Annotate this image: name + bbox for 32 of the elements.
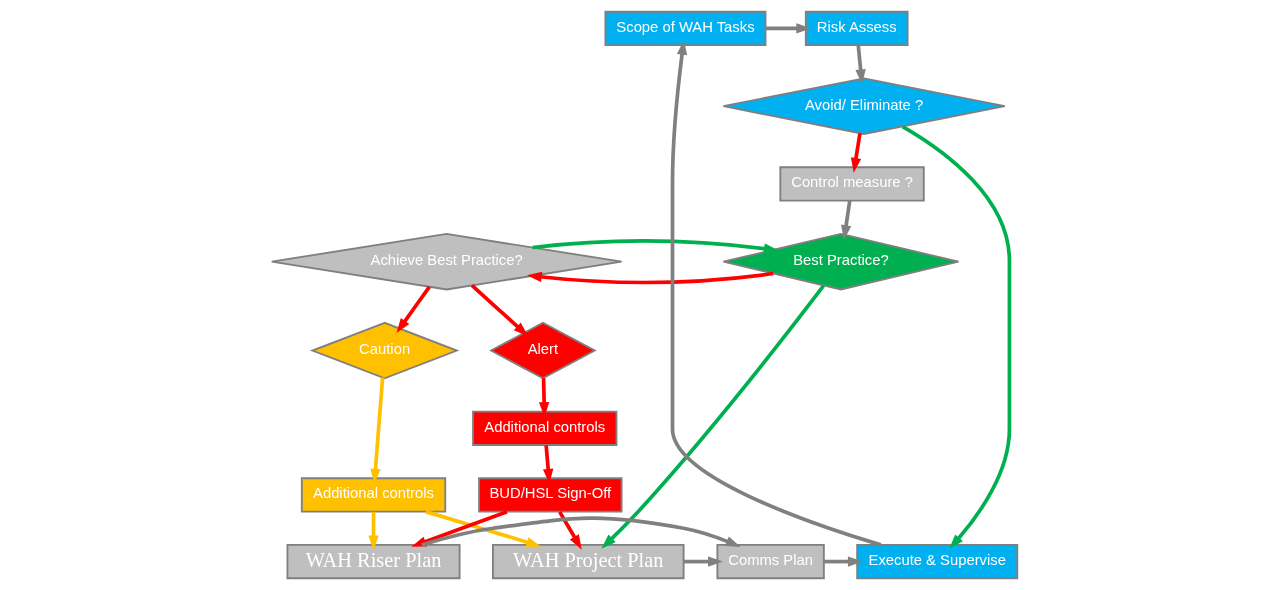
node-diamond: Best Practice? [722,232,959,291]
arrow [600,284,825,549]
arrow [526,271,773,285]
node-diamond: Achieve Best Practice? [270,232,622,291]
node-box: Additional controls [300,477,446,513]
node-box: WAH Riser Plan [286,544,461,580]
arrow [850,132,862,173]
arrow [765,23,811,34]
arrow [410,509,508,547]
arrow [683,556,723,567]
node-box: Comms Plan [715,544,825,580]
arrow [395,285,431,333]
node-diamond: Caution [309,321,459,380]
arrow [531,239,779,254]
arrow [901,124,1011,549]
arrow [854,45,866,85]
arrow [840,200,852,241]
node-box: Control measure ? [778,166,925,202]
arrow [424,509,541,548]
arrow [823,556,863,567]
node-diamond: Avoid/ Eliminate ? [722,77,1006,135]
arrow [470,284,528,337]
node-box: Execute & Supervise [855,544,1018,580]
node-box: Scope of WAH Tasks [603,10,766,46]
arrow [670,39,881,547]
arrow [420,516,741,547]
arrow [367,511,379,551]
node-box: Risk Assess [804,10,909,46]
node-box: Additional controls [471,410,617,446]
node-box: BUD/HSL Sign-Off [477,477,622,513]
node-box: WAH Project Plan [491,544,685,580]
arrow [557,510,582,550]
